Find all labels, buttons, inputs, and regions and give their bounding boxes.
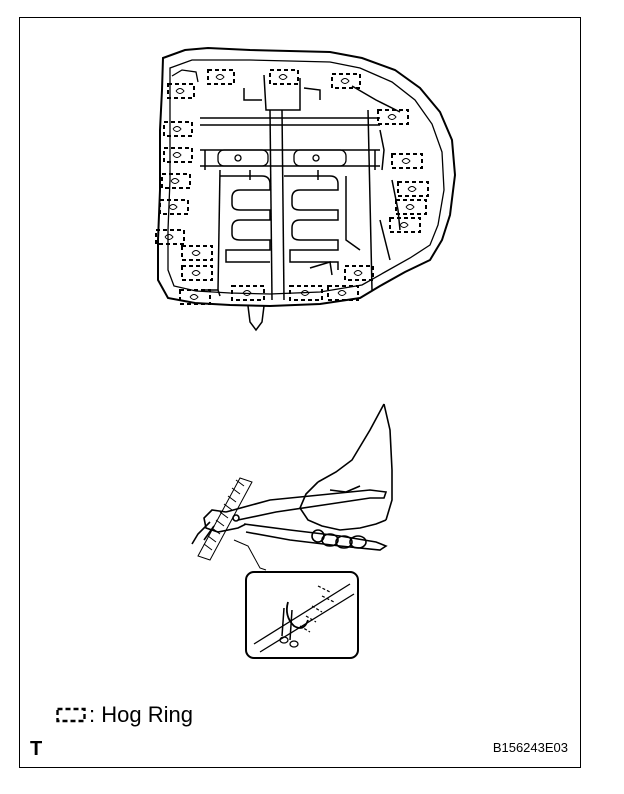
hog-ring-marker (331, 73, 361, 89)
hog-ring-marker (289, 285, 323, 301)
hog-ring-marker (163, 147, 193, 163)
legend-label: : Hog Ring (89, 702, 193, 727)
corner-letter: T (30, 738, 43, 760)
hog-ring-marker (377, 109, 409, 125)
hog-ring-marker (391, 153, 423, 169)
hog-ring-marker (159, 199, 189, 215)
hog-ring-detail-callout (245, 571, 359, 659)
figure-code: B156243E03 (492, 740, 568, 755)
hog-ring-marker (163, 121, 193, 137)
hog-ring-marker (269, 69, 299, 85)
hog-ring-marker (161, 173, 191, 189)
seat-cushion-outline (157, 46, 457, 332)
hog-ring-marker (397, 181, 429, 197)
hog-ring-marker (181, 265, 213, 281)
hog-ring-marker (344, 265, 374, 281)
figure-frame (19, 17, 581, 768)
hog-ring-marker (155, 229, 185, 245)
hand-with-hog-ring-pliers (191, 403, 393, 551)
seat-cross-bar-details (217, 149, 347, 167)
hog-ring-marker (395, 199, 427, 215)
hog-ring-bracket-icon (56, 707, 86, 723)
hog-ring-marker (207, 69, 235, 85)
hog-ring-glyphs (164, 74, 417, 300)
seat-fabric-strip (197, 477, 267, 571)
hog-ring-marker (179, 289, 211, 305)
hog-ring-marker (389, 217, 421, 233)
hog-ring-marker (181, 245, 213, 261)
hog-ring-marker (167, 83, 195, 99)
legend: : Hog Ring (56, 702, 193, 728)
hog-ring-markers (155, 69, 429, 305)
seat-wire-frame (200, 74, 401, 301)
hog-ring-marker (327, 285, 359, 301)
hog-ring-marker (231, 285, 265, 301)
